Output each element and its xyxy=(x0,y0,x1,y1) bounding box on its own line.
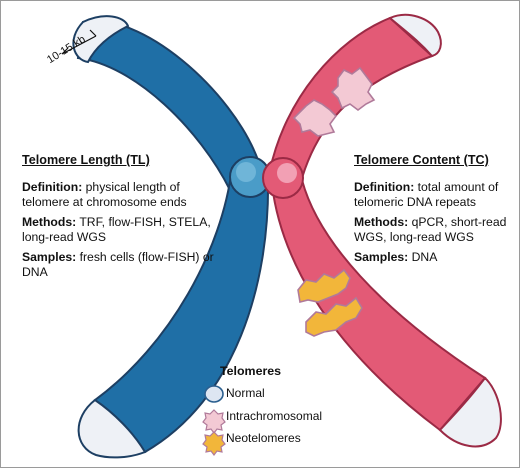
legend-label-normal: Normal xyxy=(226,386,265,400)
telomere-cap-pink-bottom xyxy=(438,376,502,448)
telomere-cap-pink-top xyxy=(388,13,442,58)
telomere-legend: Telomeres Normal Intrachromosomal Neotel… xyxy=(196,364,322,445)
neotelomere-2 xyxy=(305,296,363,337)
tc-definition: Definition: total amount of telomeric DN… xyxy=(354,180,499,209)
tl-methods: Methods: TRF, flow-FISH, STELA, long-rea… xyxy=(22,215,211,244)
pink-centromere-highlight xyxy=(277,163,297,183)
blue-centromere-highlight xyxy=(236,162,256,182)
telomere-cap-blue-bottom xyxy=(77,398,147,459)
neotelomere-1 xyxy=(297,268,351,303)
legend-neotelomere-icon xyxy=(202,431,226,456)
telomere-length-panel: Telomere Length (TL) Definition: physica… xyxy=(22,153,222,285)
tc-methods: Methods: qPCR, short-read WGS, long-read… xyxy=(354,215,507,244)
legend-title: Telomeres xyxy=(220,364,282,378)
legend-label-neotelomeres: Neotelomeres xyxy=(226,431,301,445)
tl-heading: Telomere Length (TL) xyxy=(22,153,150,167)
tc-heading: Telomere Content (TC) xyxy=(354,153,489,167)
scale-bracket xyxy=(61,29,97,55)
tc-samples: Samples: DNA xyxy=(354,250,438,264)
intrachromosomal-telomere-1 xyxy=(330,66,376,111)
telomere-content-panel: Telomere Content (TC) Definition: total … xyxy=(354,153,520,270)
intrachromosomal-telomere-2 xyxy=(292,99,338,137)
tl-samples: Samples: fresh cells (flow-FISH) or DNA xyxy=(22,250,214,279)
legend-normal-icon xyxy=(204,385,224,403)
legend-label-intrachromosomal: Intrachromosomal xyxy=(226,409,323,423)
legend-intrachromosomal-icon xyxy=(202,409,226,434)
tl-definition: Definition: physical length of telomere … xyxy=(22,180,187,209)
